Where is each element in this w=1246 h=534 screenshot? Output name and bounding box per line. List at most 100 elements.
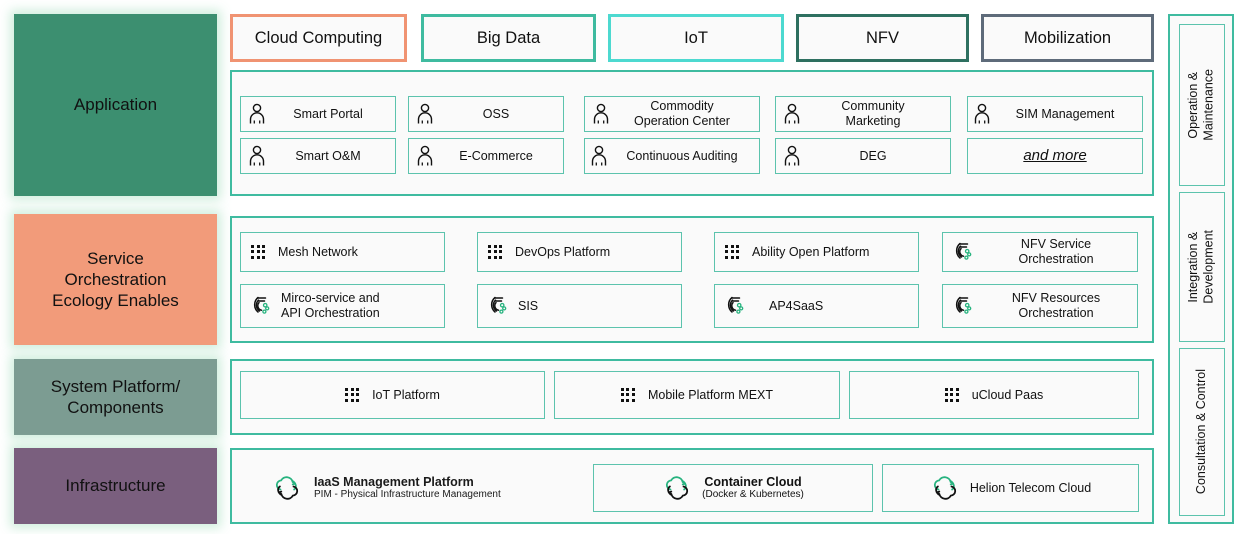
person-icon xyxy=(247,103,267,125)
layer-label-application: Application xyxy=(14,14,217,196)
lifecycle-item-consultation-control[interactable]: Consultation & Control xyxy=(1179,348,1225,516)
capability-tab-nfv[interactable]: NFV xyxy=(796,14,969,62)
app-item-commodity-operation-center[interactable]: Commodity Operation Center xyxy=(584,96,760,132)
app-item-label: and more xyxy=(1023,147,1087,164)
infra-item-helion-telecom-cloud[interactable]: Helion Telecom Cloud xyxy=(882,464,1139,512)
person-icon xyxy=(972,103,992,125)
dot-grid-icon xyxy=(620,387,636,403)
dot-grid-icon xyxy=(725,244,740,260)
capability-tab-mobilization[interactable]: Mobilization xyxy=(981,14,1154,62)
dot-grid-icon xyxy=(251,244,266,260)
service-item-ability-open-platform[interactable]: Ability Open Platform xyxy=(714,232,919,272)
app-item-label: Community Marketing xyxy=(841,99,905,128)
person-icon xyxy=(415,103,435,125)
capability-tab-label: Mobilization xyxy=(1023,28,1112,47)
platform-item-ucloud-paas[interactable]: uCloud Paas xyxy=(849,371,1139,419)
infrastructure-panel: IaaS Management Platform PIM - Physical … xyxy=(230,448,1154,524)
capability-tab-label: Cloud Computing xyxy=(254,28,383,47)
service-item-label: AP4SaaS xyxy=(769,298,824,313)
application-panel: Smart Portal OSS Commodity Operation Cen… xyxy=(230,70,1154,196)
service-item-label: Mesh Network xyxy=(278,244,358,259)
capability-tab-big-data[interactable]: Big Data xyxy=(421,14,596,62)
orchestration-icon xyxy=(951,240,975,264)
app-item-label: Continuous Auditing xyxy=(626,148,738,163)
cloud-refresh-icon xyxy=(930,475,960,501)
infra-item-title: Helion Telecom Cloud xyxy=(969,481,1092,495)
dot-grid-icon xyxy=(488,244,503,260)
app-item-label: Smart O&M xyxy=(295,148,361,163)
capability-tab-label: Big Data xyxy=(476,28,541,47)
layer-label-text: Infrastructure xyxy=(65,476,166,496)
orchestration-icon xyxy=(486,294,510,318)
app-item-label: OSS xyxy=(482,106,510,121)
app-item-label: SIM Management xyxy=(1015,106,1115,121)
app-item-and-more[interactable]: and more xyxy=(967,138,1143,174)
lifecycle-item-integration-development[interactable]: Integration & Development xyxy=(1179,192,1225,342)
layer-label-infrastructure: Infrastructure xyxy=(14,448,217,524)
app-item-label: Commodity Operation Center xyxy=(634,99,730,128)
layer-label-text: Service Orchestration Ecology Enables xyxy=(52,248,179,311)
app-item-smart-portal[interactable]: Smart Portal xyxy=(240,96,396,132)
lifecycle-item-operation-maintenance[interactable]: Operation & Maintenance xyxy=(1179,24,1225,186)
infra-item-container-cloud[interactable]: Container Cloud (Docker & Kubernetes) xyxy=(593,464,873,512)
platform-item-iot-platform[interactable]: IoT Platform xyxy=(240,371,545,419)
lifecycle-item-label: Consultation & Control xyxy=(1194,369,1209,495)
service-item-label: DevOps Platform xyxy=(515,244,611,259)
app-item-label: Smart Portal xyxy=(293,106,363,121)
capability-tab-cloud-computing[interactable]: Cloud Computing xyxy=(230,14,407,62)
person-icon xyxy=(415,145,435,167)
service-item-label: Mirco-service and API Orchestration xyxy=(281,291,380,320)
app-item-label: E-Commerce xyxy=(459,148,533,163)
app-item-continuous-auditing[interactable]: Continuous Auditing xyxy=(584,138,760,174)
infra-item-subtitle: (Docker & Kubernetes) xyxy=(702,489,804,501)
capability-tab-label: NFV xyxy=(866,28,899,47)
app-item-sim-management[interactable]: SIM Management xyxy=(967,96,1143,132)
service-item-nfv-resources-orchestration[interactable]: NFV Resources Orchestration xyxy=(942,284,1138,328)
service-item-nfv-service-orchestration[interactable]: NFV Service Orchestration xyxy=(942,232,1138,272)
app-item-oss[interactable]: OSS xyxy=(408,96,564,132)
layer-label-text: Application xyxy=(73,95,158,115)
layer-label-service-orchestration: Service Orchestration Ecology Enables xyxy=(14,214,217,345)
person-icon xyxy=(247,145,267,167)
person-icon xyxy=(591,103,611,125)
infra-item-title: IaaS Management Platform xyxy=(314,475,474,490)
service-item-mesh-network[interactable]: Mesh Network xyxy=(240,232,445,272)
capability-tab-iot[interactable]: IoT xyxy=(608,14,784,62)
service-item-label: NFV Service Orchestration xyxy=(1018,237,1094,266)
person-icon xyxy=(589,145,609,167)
system-platform-panel: IoT Platform Mobile Platform MEXT uCloud… xyxy=(230,359,1154,435)
service-item-label: SIS xyxy=(518,298,539,313)
dot-grid-icon xyxy=(944,387,960,403)
layer-label-system-platform: System Platform/ Components xyxy=(14,359,217,435)
app-item-e-commerce[interactable]: E-Commerce xyxy=(408,138,564,174)
infra-item-title: Container Cloud xyxy=(704,475,802,490)
orchestration-icon xyxy=(723,294,747,318)
cloud-refresh-icon xyxy=(272,475,302,501)
service-item-micro-service-api-orchestration[interactable]: Mirco-service and API Orchestration xyxy=(240,284,445,328)
orchestration-icon xyxy=(951,294,975,318)
platform-item-mobile-platform-mext[interactable]: Mobile Platform MEXT xyxy=(554,371,840,419)
infra-item-subtitle: PIM - Physical Infrastructure Management xyxy=(314,489,501,501)
lifecycle-item-label: Integration & Development xyxy=(1186,230,1216,304)
infra-item-iaas-management-platform[interactable]: IaaS Management Platform PIM - Physical … xyxy=(272,464,602,512)
service-item-devops-platform[interactable]: DevOps Platform xyxy=(477,232,682,272)
app-item-deg[interactable]: DEG xyxy=(775,138,951,174)
app-item-label: DEG xyxy=(859,148,887,163)
service-item-sis[interactable]: SIS xyxy=(477,284,682,328)
service-item-label: NFV Resources Orchestration xyxy=(1011,291,1101,320)
platform-item-label: IoT Platform xyxy=(372,388,440,402)
layer-label-text: System Platform/ Components xyxy=(50,376,181,417)
dot-grid-icon xyxy=(345,387,360,403)
service-item-label: Ability Open Platform xyxy=(752,244,870,259)
person-icon xyxy=(782,145,802,167)
capability-tab-label: IoT xyxy=(684,28,708,47)
app-item-community-marketing[interactable]: Community Marketing xyxy=(775,96,951,132)
orchestration-icon xyxy=(249,294,273,318)
person-icon xyxy=(782,103,802,125)
app-item-smart-om[interactable]: Smart O&M xyxy=(240,138,396,174)
service-item-ap4saas[interactable]: AP4SaaS xyxy=(714,284,919,328)
platform-item-label: uCloud Paas xyxy=(971,388,1044,402)
service-orchestration-panel: Mesh Network DevOps Platform Ability Ope… xyxy=(230,216,1154,343)
cloud-refresh-icon xyxy=(662,475,692,501)
